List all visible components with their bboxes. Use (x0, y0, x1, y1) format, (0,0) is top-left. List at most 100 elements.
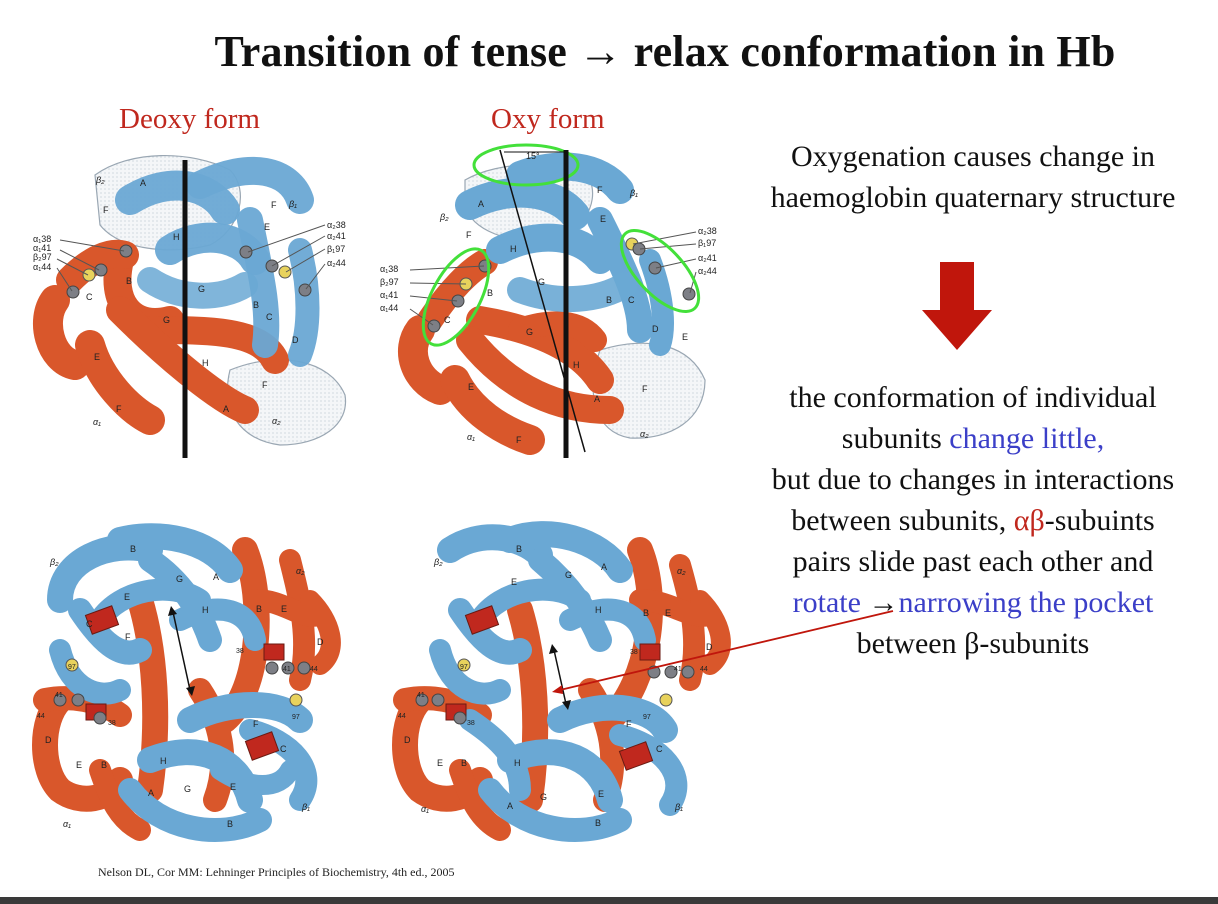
svg-text:α₂44: α₂44 (327, 258, 346, 268)
side-line: rotate →narrowing the pocket (792, 586, 1154, 619)
svg-text:B: B (130, 544, 136, 554)
svg-text:C: C (280, 744, 287, 754)
svg-text:D: D (404, 735, 411, 745)
svg-text:H: H (160, 756, 167, 766)
side-line: but due to changes in interactions (771, 463, 1175, 496)
svg-text:97: 97 (68, 664, 76, 671)
svg-text:B: B (256, 604, 262, 614)
svg-text:β₂: β₂ (95, 175, 105, 185)
svg-text:44: 44 (398, 713, 406, 720)
svg-text:β₁: β₁ (301, 802, 310, 812)
svg-text:A: A (594, 394, 600, 404)
svg-text:97: 97 (292, 714, 300, 721)
svg-text:C: C (86, 292, 93, 302)
bottom-bar (0, 897, 1218, 904)
svg-text:β₁: β₁ (629, 188, 638, 198)
svg-text:α₁41: α₁41 (380, 290, 398, 300)
svg-text:E: E (598, 789, 604, 799)
svg-text:B: B (487, 288, 493, 298)
svg-text:C: C (444, 315, 451, 325)
svg-text:38: 38 (236, 648, 244, 655)
svg-text:E: E (76, 760, 82, 770)
svg-text:D: D (45, 735, 52, 745)
change-little-text: change little, (949, 422, 1105, 455)
svg-text:B: B (595, 818, 601, 828)
side-line: the conformation of individual (789, 381, 1157, 414)
side-line: pairs slide past each other and (792, 545, 1154, 578)
svg-text:α₁: α₁ (467, 432, 475, 442)
svg-text:F: F (642, 384, 648, 394)
svg-text:H: H (202, 605, 209, 615)
svg-text:44: 44 (310, 666, 318, 673)
svg-text:E: E (665, 608, 671, 618)
svg-text:F: F (516, 435, 522, 445)
svg-text:β₁97: β₁97 (698, 238, 716, 248)
svg-text:α₁44: α₁44 (380, 303, 398, 313)
svg-text:D: D (292, 335, 299, 345)
svg-text:A: A (223, 404, 229, 414)
svg-text:C: C (628, 295, 635, 305)
svg-text:F: F (262, 380, 268, 390)
svg-text:β₂: β₂ (439, 212, 449, 222)
side-text-block-2: the conformation of individual subunits … (728, 377, 1218, 664)
svg-text:B: B (643, 608, 649, 618)
svg-text:A: A (140, 178, 146, 188)
svg-text:E: E (600, 214, 606, 224)
svg-text:β₂: β₂ (49, 557, 59, 567)
svg-text:41: 41 (55, 692, 63, 699)
svg-text:97: 97 (643, 714, 651, 721)
svg-text:α₂41: α₂41 (698, 253, 717, 263)
svg-text:38: 38 (630, 649, 638, 656)
svg-text:E: E (511, 577, 517, 587)
svg-text:97: 97 (460, 664, 468, 671)
svg-text:G: G (538, 277, 545, 287)
down-arrow-icon (922, 262, 992, 350)
svg-text:B: B (101, 760, 107, 770)
svg-text:F: F (271, 200, 277, 210)
angle-label: 15° (526, 151, 540, 161)
svg-text:F: F (253, 719, 259, 729)
svg-text:A: A (507, 801, 513, 811)
svg-text:C: C (266, 312, 273, 322)
svg-text:G: G (163, 315, 170, 325)
svg-text:A: A (601, 562, 607, 572)
svg-text:H: H (173, 232, 180, 242)
svg-text:E: E (264, 222, 270, 232)
svg-text:β₂97: β₂97 (33, 252, 52, 262)
svg-text:α₁44: α₁44 (33, 262, 51, 272)
svg-text:41: 41 (674, 666, 682, 673)
alpha-beta-text: αβ (1013, 504, 1045, 537)
svg-text:D: D (652, 324, 659, 334)
svg-text:α₁41: α₁41 (33, 243, 51, 253)
svg-text:α₁: α₁ (421, 804, 429, 814)
svg-text:α₂41: α₂41 (327, 231, 346, 241)
svg-text:38: 38 (108, 720, 116, 727)
svg-text:α₂44: α₂44 (698, 266, 717, 276)
svg-text:44: 44 (700, 666, 708, 673)
svg-text:B: B (126, 276, 132, 286)
svg-text:E: E (468, 382, 474, 392)
svg-text:α₂: α₂ (296, 566, 305, 576)
svg-text:C: C (86, 619, 93, 629)
svg-text:α₁38: α₁38 (33, 234, 51, 244)
svg-text:α₂: α₂ (677, 566, 686, 576)
svg-text:β₁97: β₁97 (327, 244, 345, 254)
svg-text:D: D (706, 642, 713, 652)
svg-text:E: E (682, 332, 688, 342)
svg-text:C: C (656, 744, 663, 754)
svg-text:α₁38: α₁38 (380, 264, 398, 274)
svg-text:B: B (227, 819, 233, 829)
svg-text:E: E (437, 758, 443, 768)
svg-text:β₂: β₂ (433, 557, 443, 567)
slide-title: Transition of tense → relax conformation… (214, 27, 1116, 76)
svg-text:H: H (514, 758, 521, 768)
svg-text:41: 41 (283, 666, 291, 673)
svg-text:F: F (597, 185, 603, 195)
svg-text:B: B (461, 758, 467, 768)
svg-text:G: G (565, 570, 572, 580)
svg-text:G: G (176, 574, 183, 584)
